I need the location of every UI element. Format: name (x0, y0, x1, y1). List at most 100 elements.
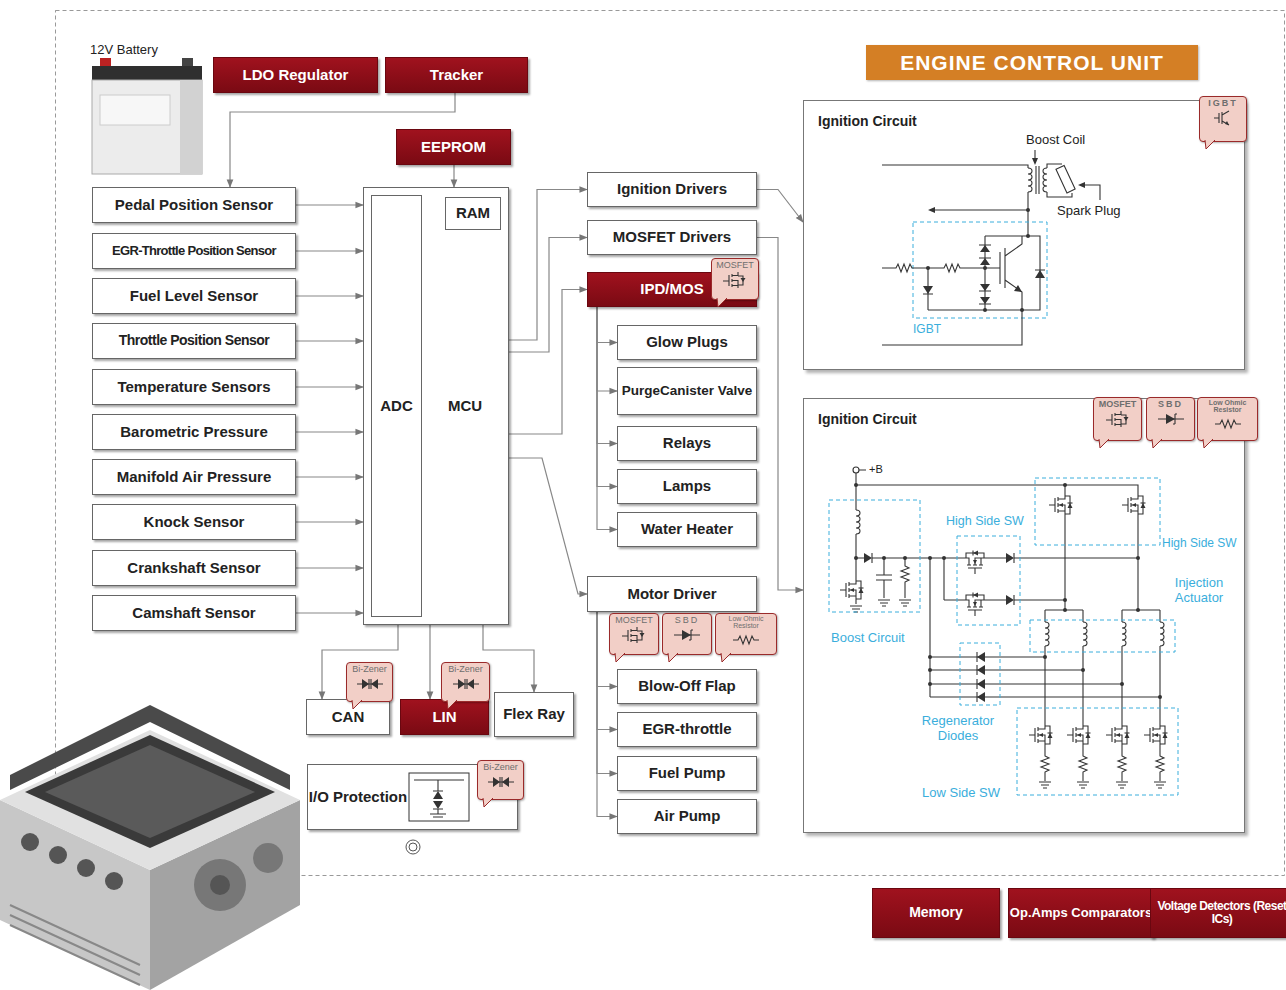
injection-schematic-part-part (1118, 752, 1126, 776)
injection-schematic-part-part (871, 553, 872, 563)
injection-schematic-part-part (1106, 721, 1130, 749)
sensor-box-text: Camshaft Sensor (132, 605, 255, 622)
ignition-schematic-part-part (1026, 208, 1030, 212)
driver-box: Motor Driver (587, 576, 757, 612)
device-symbol-part (458, 679, 474, 689)
circuit-panel: Ignition CircuitIGBT (803, 100, 1245, 370)
injection-schematic-part-part (882, 556, 886, 560)
ignition-schematic-part-part (983, 308, 987, 312)
device-symbol (355, 675, 385, 693)
device-symbol-part (488, 777, 514, 787)
mcu-box: MCUADCRAM (363, 187, 509, 625)
engine-illustration-part (10, 905, 140, 985)
driver-box-text: Ignition Drivers (617, 181, 727, 198)
injection-schematic-part-part (856, 485, 1160, 610)
injection-schematic-part-part (928, 655, 932, 659)
connector-arrow (296, 567, 363, 568)
device-badge-text: MOSFET (716, 261, 754, 270)
io-connector-part (406, 840, 420, 854)
battery-illustration-part (180, 80, 202, 174)
sensor-box: Throttle Position Sensor (92, 323, 296, 359)
injection-schematic-part-part (1122, 491, 1146, 519)
badge-tail-part (483, 798, 493, 807)
device-symbol-part (1106, 411, 1126, 427)
badge-tail (1099, 439, 1111, 449)
device-badge-text: IGBT (1208, 99, 1238, 108)
injection-schematic-part-part (1035, 478, 1160, 545)
sensor-box: Manifold Air Pressure (92, 459, 296, 495)
battery-illustration-part (182, 58, 193, 67)
injection-schematic-part-part (1030, 620, 1175, 652)
injection-schematic-part-part (1067, 721, 1091, 749)
sensor-box-text: Crankshaft Sensor (127, 560, 260, 577)
sensor-box: Camshaft Sensor (92, 595, 296, 631)
load-box: Fuel Pump (617, 756, 757, 791)
badge-tail-part (721, 653, 731, 662)
badge-tail (447, 700, 459, 710)
injection-schematic-part-part (1156, 752, 1164, 776)
device-badge: SBD (1146, 397, 1195, 441)
engine-illustration (0, 705, 300, 990)
load-box-text: Glow Plugs (646, 334, 728, 351)
device-badge-text: Low Ohmic Resistor (1198, 400, 1257, 414)
driver-box: Ignition Drivers (587, 172, 757, 207)
device-symbol (486, 773, 516, 791)
device-badge: Bi-Zener (477, 760, 524, 800)
ignition-schematic-part-part (1026, 234, 1030, 238)
device-badge-text: Bi-Zener (448, 665, 483, 674)
ignition-schematic-part-part (1056, 166, 1075, 193)
injection-schematic-part (829, 467, 1178, 795)
connector-arrow (509, 290, 587, 435)
device-symbol-part (1214, 111, 1229, 125)
bus-box-text: LIN (432, 709, 456, 726)
connector-arrow (757, 238, 803, 591)
circuit-panel-text: Ignition Circuit (818, 412, 917, 428)
connector-arrow (296, 612, 363, 613)
sensor-box: Knock Sensor (92, 504, 296, 540)
injection-schematic-part-part (850, 606, 862, 612)
driver-box-text: MOSFET Drivers (613, 229, 731, 246)
sensor-box-text: Pedal Position Sensor (115, 197, 273, 214)
device-badge: IGBT (1199, 96, 1247, 142)
injection-schematic-part-part (977, 679, 985, 689)
injection-schematic-part-part (957, 536, 1020, 625)
badge-tail (721, 653, 733, 663)
injection-schematic-part-part (942, 556, 946, 560)
injection-schematic-part-part (1158, 695, 1162, 699)
load-box: Blow-Off Flap (617, 669, 757, 704)
badge-tail (483, 798, 495, 808)
protection-box-text: I/O Protection (308, 789, 408, 806)
injection-schematic-part-part (1079, 752, 1087, 776)
injection-schematic-part-part (930, 656, 1045, 657)
injection-schematic-part-part (853, 467, 859, 473)
device-symbol (720, 271, 750, 289)
injection-schematic-part-part (930, 683, 1122, 684)
connector-arrow (597, 307, 617, 343)
load-box-text: Lamps (663, 478, 711, 495)
device-badge-text: Bi-Zener (483, 763, 518, 772)
device-symbol-part (357, 679, 383, 689)
connector-arrow (509, 458, 587, 594)
load-box: EGR-throttle (617, 712, 757, 747)
injection-schematic-part-part (840, 576, 864, 604)
ignition-schematic (804, 101, 1246, 371)
injection-schematic-part-part (856, 470, 944, 697)
load-box: Relays (617, 426, 757, 461)
injection-schematic-part-part (1013, 553, 1014, 605)
sensor-box-text: Barometric Pressure (120, 424, 268, 441)
battery-illustration-part (92, 80, 202, 174)
load-box-text: Air Pump (654, 808, 721, 825)
injection-schematic-part-part (899, 600, 911, 606)
badge-tail-part (352, 700, 362, 709)
sensor-box-text: EGR-Throttle Position Sensor (112, 244, 276, 259)
badge-tail (1152, 439, 1164, 449)
device-symbol (1208, 109, 1238, 127)
device-symbol-part (493, 777, 509, 787)
sensor-box: Barometric Pressure (92, 414, 296, 450)
device-badge-text: SBD (675, 616, 700, 625)
protection-diode-symbol (408, 772, 470, 822)
product-box-text: Memory (909, 905, 963, 921)
battery-label: 12V Battery (90, 40, 200, 60)
product-box-text: Op.Amps Comparators (1010, 906, 1152, 921)
ignition-schematic-part-part (1028, 168, 1032, 192)
